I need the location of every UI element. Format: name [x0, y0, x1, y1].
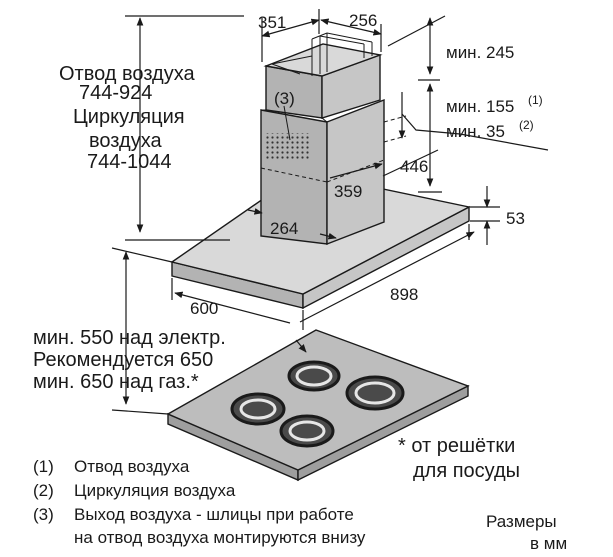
legend-text-4: на отвод воздуха монтируются внизу: [74, 528, 366, 547]
hob: [166, 329, 470, 482]
legend-text-3: Выход воздуха - шлицы при работе: [74, 505, 354, 524]
legend: (1) Отвод воздуха (2) Циркуляция воздуха…: [33, 457, 366, 547]
hob-burners: [230, 360, 405, 448]
dim-min-35: мин. 35: [446, 122, 505, 141]
legend-num-3: (3): [33, 505, 54, 524]
units-line-2: в мм: [530, 534, 567, 553]
clearance-line-1: мин. 550 над электр.: [33, 327, 226, 349]
dim-446: 446: [400, 157, 428, 176]
dim-chimney-depth: 359: [334, 182, 362, 201]
clearance-line-2: Рекомендуется 650: [33, 349, 213, 371]
dim-canopy-thickness: 53: [506, 209, 525, 228]
dim-chimney-width: 264: [270, 219, 298, 238]
dim-canopy-width: 898: [390, 285, 418, 304]
dim-top-width: 351: [258, 13, 286, 32]
label-exhaust-range: 744-924: [79, 82, 152, 104]
units-line-1: Размеры: [486, 512, 557, 531]
legend-text-1: Отвод воздуха: [74, 457, 190, 476]
hood-chimney: [260, 32, 407, 246]
label-recirc-title-2: воздуха: [89, 130, 162, 152]
dim-min-245: мин. 245: [446, 43, 514, 62]
label-exhaust-title: Отвод воздуха: [59, 63, 196, 85]
legend-num-1: (1): [33, 457, 54, 476]
height-labels: Отвод воздуха 744-924 Циркуляция воздуха…: [59, 63, 196, 173]
callout-3: (3): [274, 89, 295, 108]
clearance-labels: мин. 550 над электр. Рекомендуется 650 м…: [33, 327, 226, 393]
legend-text-2: Циркуляция воздуха: [74, 481, 236, 500]
footnote-line-1: * от решётки: [398, 435, 515, 457]
dim-min-155: мин. 155: [446, 97, 514, 116]
label-recirc-title-1: Циркуляция: [73, 106, 185, 128]
dim-canopy-depth: 600: [190, 299, 218, 318]
footnote-line-2: для посуды: [413, 460, 520, 482]
air-outlet-grille: [266, 133, 311, 159]
clearance-line-3: мин. 650 над газ.*: [33, 371, 199, 393]
dimension-lines: [111, 9, 549, 415]
dim-min-155-note: (1): [528, 93, 543, 107]
dim-min-35-note: (2): [519, 118, 534, 132]
legend-num-2: (2): [33, 481, 54, 500]
label-recirc-range: 744-1044: [87, 151, 172, 173]
dim-top-depth: 256: [349, 11, 377, 30]
